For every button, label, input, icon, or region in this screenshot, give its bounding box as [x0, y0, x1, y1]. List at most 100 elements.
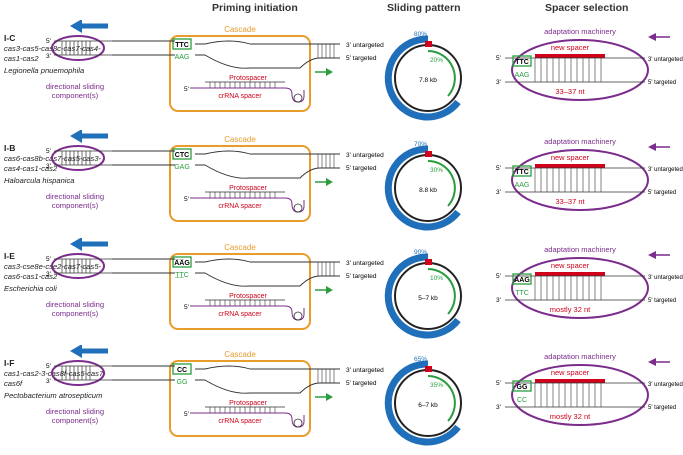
three-prime-label: 3' — [46, 271, 51, 278]
pam-box — [172, 148, 192, 160]
system-type: I-B — [4, 143, 16, 153]
sel-three-prime: 3' — [496, 297, 501, 304]
pam-box — [172, 38, 192, 50]
five-prime-label: 5' — [46, 38, 51, 45]
selection-pam-top: AAG — [514, 277, 530, 284]
green-percentage: 35% — [430, 382, 443, 389]
purple-arrowhead-icon — [648, 358, 656, 366]
crrna-hairpin — [293, 311, 303, 321]
three-prime-label: 3' — [46, 163, 51, 170]
directional-label: directional sliding component(s) — [45, 300, 105, 318]
targeted-strand — [112, 379, 340, 394]
three-prime-label: 3' — [46, 53, 51, 60]
blue-sliding-arc — [384, 145, 461, 231]
untargeted-label: 3' untargeted — [346, 260, 384, 267]
purple-arrowhead-icon — [648, 143, 656, 151]
crrna-hairpin — [293, 418, 303, 428]
green-arrowhead-icon — [326, 178, 333, 186]
crrna-spacer-label: crRNA spacer — [218, 93, 262, 100]
organism-name: Pectobacterium atrosepticum — [4, 391, 103, 400]
new-spacer-bar — [535, 54, 605, 58]
adaptation-label: adaptation machinery — [544, 137, 616, 146]
header-sliding: Sliding pattern — [387, 2, 461, 14]
green-percentage: 30% — [430, 167, 443, 174]
crrna-strand — [190, 305, 305, 321]
directional-component-oval — [51, 145, 105, 171]
green-percentage: 10% — [430, 275, 443, 282]
organism-name: Haloarcula hispanica — [4, 176, 75, 185]
targeted-label: 5' targeted — [346, 165, 377, 172]
directional-component-oval — [51, 35, 105, 61]
crrna-strand — [190, 87, 305, 103]
protospacer-label: Protospacer — [229, 400, 267, 407]
system-type: I-E — [4, 251, 15, 261]
crrna-strand — [190, 412, 305, 428]
purple-arrowhead-icon — [648, 33, 656, 41]
green-percentage: 20% — [430, 57, 443, 64]
untargeted-label: 3' untargeted — [346, 152, 384, 159]
blue-percentage: 70% — [414, 141, 427, 148]
organism-name: Legionella pnuemophila — [4, 66, 85, 75]
protospacer-marker — [425, 259, 432, 265]
untargeted-label: 3' untargeted — [346, 42, 384, 49]
pam-top-seq: CC — [177, 367, 187, 374]
untargeted-strand — [112, 258, 340, 263]
untargeted-strand — [112, 150, 340, 155]
three-prime-label: 3' — [46, 378, 51, 385]
directional-component-oval — [51, 360, 105, 386]
selection-pam-top: TTC — [515, 169, 529, 176]
downstream-duplex — [317, 369, 335, 383]
selection-pam-bottom: AAG — [515, 182, 530, 189]
crrna-five-prime: 5' — [184, 411, 189, 418]
sel-targeted-label: 5' targeted — [648, 80, 676, 86]
crrna-spacer-label: crRNA spacer — [218, 311, 262, 318]
helix-rungs — [61, 259, 91, 273]
pam-bottom-seq: T̲T̲C — [174, 272, 188, 279]
adaptation-label: adaptation machinery — [544, 245, 616, 254]
row-diagram: 5' 3' Cascade TTC AAG Protospacer crRNA … — [46, 20, 683, 121]
cascade-box — [169, 253, 311, 330]
gene-list: cas1-cas2-3-cas8f-cas5-cas7-cas6f — [4, 369, 106, 388]
green-sliding-arc — [427, 50, 456, 97]
purple-arrowhead-icon — [648, 251, 656, 259]
selection-duplex — [534, 276, 602, 300]
plasmid-size: 8.8 kb — [419, 187, 437, 194]
blue-percentage: 90% — [414, 249, 427, 256]
sel-five-prime: 5' — [496, 380, 501, 387]
selection-pam-top: GG — [517, 384, 528, 391]
targeted-strand — [112, 272, 340, 287]
adaptation-label: adaptation machinery — [544, 27, 616, 36]
selection-pam-top: TTC — [515, 59, 529, 66]
cascade-label: Cascade — [224, 350, 256, 359]
new-spacer-label: new spacer — [551, 43, 590, 52]
cascade-box — [169, 360, 311, 437]
green-sliding-arc — [427, 268, 456, 315]
directional-component-oval — [51, 253, 105, 279]
cascade-box — [169, 145, 311, 222]
blue-sliding-arc — [384, 253, 461, 339]
sel-five-prime: 5' — [496, 273, 501, 280]
crrna-hairpin — [293, 93, 303, 103]
green-arrowhead-icon — [326, 286, 333, 294]
spacer-length: 33–37 nt — [555, 87, 585, 96]
protospacer-label: Protospacer — [229, 75, 267, 82]
adaptation-label: adaptation machinery — [544, 352, 616, 361]
new-spacer-bar — [535, 164, 605, 168]
adaptation-oval — [511, 364, 649, 426]
sel-five-prime: 5' — [496, 165, 501, 172]
targeted-strand — [112, 164, 340, 179]
blue-sliding-arc — [384, 360, 461, 446]
sel-untargeted-label: 3' untargeted — [648, 275, 683, 281]
sel-three-prime: 3' — [496, 189, 501, 196]
selection-pam-bottom: AAG — [515, 72, 530, 79]
new-spacer-label: new spacer — [551, 368, 590, 377]
rna-dna-hybrid — [209, 407, 276, 413]
crrna-spacer-label: crRNA spacer — [218, 203, 262, 210]
targeted-label: 5' targeted — [346, 380, 377, 387]
crrna-strand — [190, 197, 305, 213]
rna-dna-hybrid — [209, 192, 276, 198]
selection-duplex — [534, 58, 602, 82]
rna-dna-hybrid — [209, 300, 276, 306]
crrna-five-prime: 5' — [184, 196, 189, 203]
directional-label: directional sliding component(s) — [45, 192, 105, 210]
